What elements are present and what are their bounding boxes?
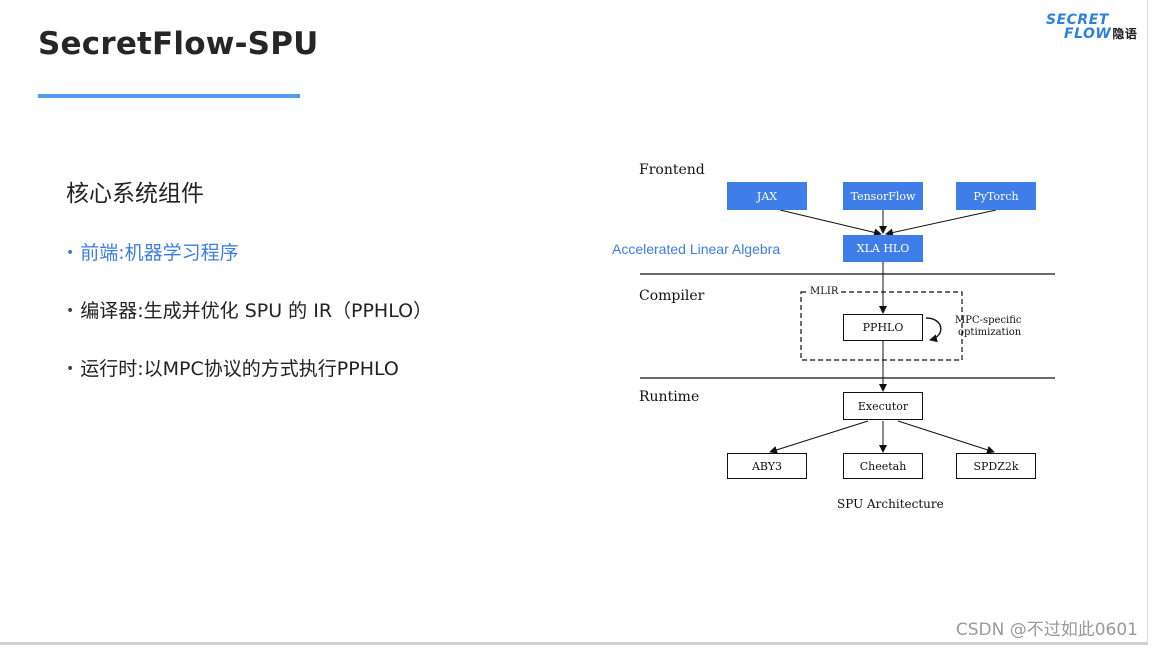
bullet-compiler: • 编译器:生成并优化 SPU 的 IR（PPHLO） <box>66 296 432 323</box>
section-label-runtime: Runtime <box>639 389 700 405</box>
arrow-jax-xla <box>779 209 882 237</box>
arrow-pytorch-xla <box>885 209 997 237</box>
node-pytorch: PyTorch <box>956 182 1036 210</box>
bullet-text: 前端:机器学习程序 <box>80 242 239 264</box>
section-label-compiler: Compiler <box>639 288 705 304</box>
xla-note: Accelerated Linear Algebra <box>612 241 781 257</box>
node-cheetah: Cheetah <box>843 453 923 479</box>
logo-line1: SECRET <box>1046 12 1109 28</box>
bullet-text: 编译器:生成并优化 SPU 的 IR（PPHLO） <box>80 300 433 322</box>
arrow-executor-aby3 <box>769 420 869 454</box>
bullet-runtime: • 运行时:以MPC协议的方式执行PPHLO <box>66 354 399 381</box>
node-jax: JAX <box>727 182 807 210</box>
node-aby3: ABY3 <box>727 453 807 479</box>
mlir-boundary <box>800 291 963 361</box>
spu-architecture-diagram: Frontend Compiler Runtime JAX TensorFlow… <box>600 150 1080 530</box>
mlir-label: MLIR <box>808 286 841 298</box>
logo-line2-text: FLOW <box>1064 26 1112 42</box>
section-heading: 核心系统组件 <box>66 181 204 207</box>
section-label-frontend: Frontend <box>639 162 705 178</box>
optimization-note-line2: optimization <box>958 327 1022 338</box>
bullet-dot-icon: • <box>66 303 75 319</box>
diagram-connectors <box>640 209 1055 454</box>
logo-cn: 隐语 <box>1112 27 1138 41</box>
node-xla-hlo: XLA HLO <box>843 235 923 262</box>
optimization-note-line1: MPC-specific <box>955 315 1022 326</box>
node-pphlo: PPHLO <box>843 314 923 341</box>
slide-title: SecretFlow-SPU <box>38 26 319 62</box>
bullet-dot-icon: • <box>66 361 75 377</box>
diagram-caption: SPU Architecture <box>837 497 944 511</box>
logo-line2: FLOW隐语 <box>1064 25 1137 42</box>
optimization-note: MPC-specific optimization <box>955 315 1022 339</box>
arrow-executor-spdz2k <box>897 420 995 454</box>
bullet-text: 运行时:以MPC协议的方式执行PPHLO <box>80 358 399 380</box>
bullet-dot-icon: • <box>66 245 75 261</box>
node-spdz2k: SPDZ2k <box>956 453 1036 479</box>
title-underline <box>38 94 300 98</box>
secretflow-logo: SECRET FLOW隐语 <box>1044 12 1144 44</box>
node-executor: Executor <box>843 392 923 420</box>
bullet-frontend: • 前端:机器学习程序 <box>66 238 239 265</box>
node-tensorflow: TensorFlow <box>843 182 923 210</box>
csdn-watermark: CSDN @不过如此0601 <box>955 620 1138 640</box>
optimization-loop-arrow <box>925 317 942 343</box>
